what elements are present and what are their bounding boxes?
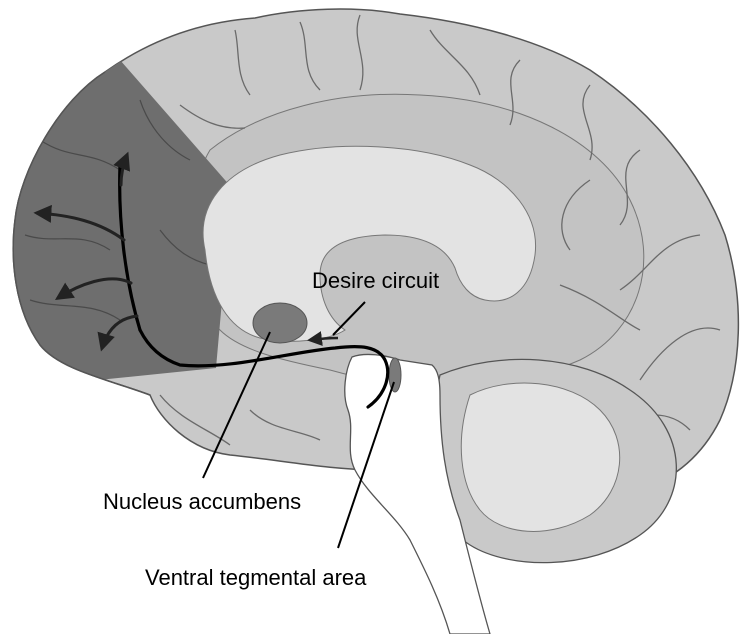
ventral-tegmental-area-shape: [389, 358, 401, 392]
nucleus-accumbens-shape: [253, 303, 307, 343]
desire-circuit-label: Desire circuit: [312, 268, 439, 293]
nucleus-accumbens-label: Nucleus accumbens: [103, 489, 301, 514]
ventral-tegmental-area-label: Ventral tegmental area: [145, 565, 367, 590]
